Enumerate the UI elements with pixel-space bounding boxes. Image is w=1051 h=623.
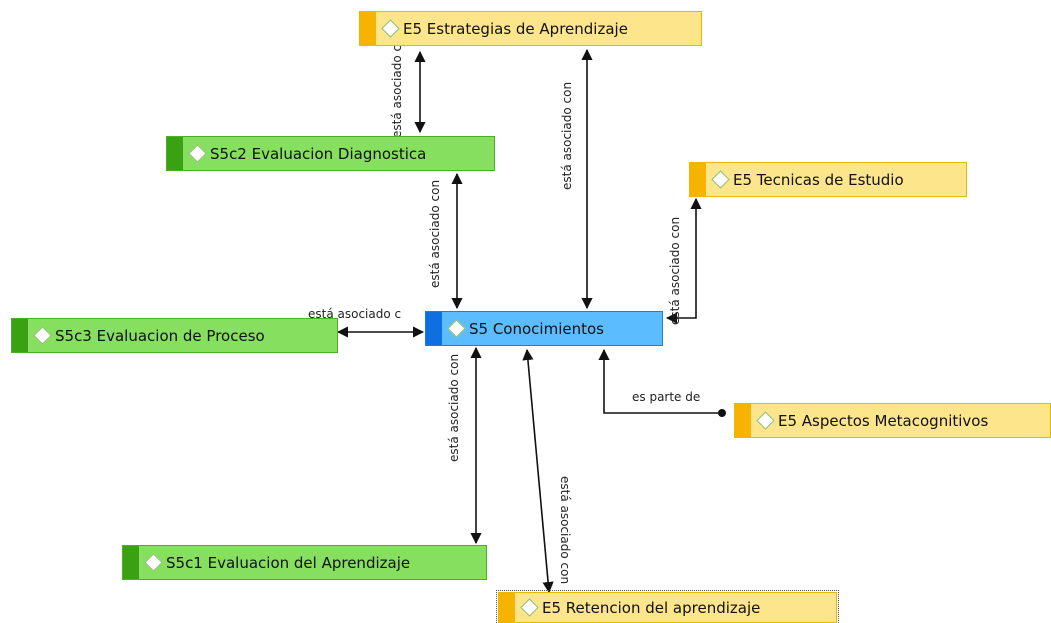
code-diamond-icon bbox=[188, 144, 207, 163]
relation-label-conocimientos-aprendizaje: está asociado con bbox=[447, 353, 461, 462]
node-retencion-del-aprendizaje[interactable]: E5 Retencion del aprendizaje bbox=[496, 590, 839, 623]
relation-label-diagnostica-conocimientos: está asociado con bbox=[428, 179, 442, 288]
code-diamond-icon bbox=[144, 553, 163, 572]
node-type-stripe bbox=[426, 312, 442, 345]
node-estrategias-de-aprendizaje[interactable]: E5 Estrategias de Aprendizaje bbox=[359, 11, 702, 46]
code-diamond-icon bbox=[756, 411, 775, 430]
node-label: E5 Estrategias de Aprendizaje bbox=[403, 19, 628, 38]
code-diamond-icon bbox=[520, 598, 539, 617]
node-label: S5c2 Evaluacion Diagnostica bbox=[210, 144, 427, 163]
node-label: E5 Tecnicas de Estudio bbox=[733, 170, 904, 189]
node-label: E5 Aspectos Metacognitivos bbox=[778, 411, 989, 430]
node-type-stripe bbox=[167, 137, 183, 170]
node-type-stripe bbox=[360, 12, 376, 45]
code-diamond-icon bbox=[33, 326, 52, 345]
node-evaluacion-diagnostica[interactable]: S5c2 Evaluacion Diagnostica bbox=[166, 136, 495, 171]
node-label: S5c3 Evaluacion de Proceso bbox=[55, 326, 265, 345]
code-diamond-icon bbox=[447, 319, 466, 338]
node-type-stripe bbox=[123, 546, 139, 579]
relation-label-conocimientos-retencion: está asociado con bbox=[558, 476, 572, 585]
node-evaluacion-de-proceso[interactable]: S5c3 Evaluacion de Proceso bbox=[11, 318, 338, 353]
node-evaluacion-del-aprendizaje[interactable]: S5c1 Evaluacion del Aprendizaje bbox=[122, 545, 487, 580]
relation-label-metacognitivos-conocimientos: es parte de bbox=[632, 390, 701, 404]
relation-label-diagnostica-estrategias: está asociado co bbox=[390, 37, 404, 138]
relation-label-tecnicas-conocimientos: está asociado con bbox=[668, 216, 682, 325]
node-tecnicas-de-estudio[interactable]: E5 Tecnicas de Estudio bbox=[689, 162, 967, 197]
edge-tecnicas-conocimientos[interactable] bbox=[665, 197, 702, 324]
node-conocimientos[interactable]: S5 Conocimientos bbox=[425, 311, 663, 346]
edge-conocimientos-retencion[interactable] bbox=[522, 348, 554, 594]
node-type-stripe bbox=[12, 319, 28, 352]
node-type-stripe bbox=[690, 163, 706, 196]
code-diamond-icon bbox=[381, 19, 400, 38]
node-type-stripe bbox=[499, 593, 515, 622]
node-label: S5 Conocimientos bbox=[469, 319, 604, 338]
node-label: E5 Retencion del aprendizaje bbox=[542, 598, 761, 617]
part-of-connector-dot bbox=[718, 409, 726, 417]
edge-metacognitivos-conocimientos[interactable] bbox=[598, 348, 722, 414]
relation-label-proceso-conocimientos: está asociado c bbox=[308, 307, 402, 321]
node-type-stripe bbox=[735, 404, 751, 437]
node-label: S5c1 Evaluacion del Aprendizaje bbox=[166, 553, 411, 572]
node-aspectos-metacognitivos[interactable]: E5 Aspectos Metacognitivos bbox=[734, 403, 1051, 438]
code-diamond-icon bbox=[711, 170, 730, 189]
relation-label-estrategias-conocimientos: está asociado con bbox=[560, 81, 574, 190]
